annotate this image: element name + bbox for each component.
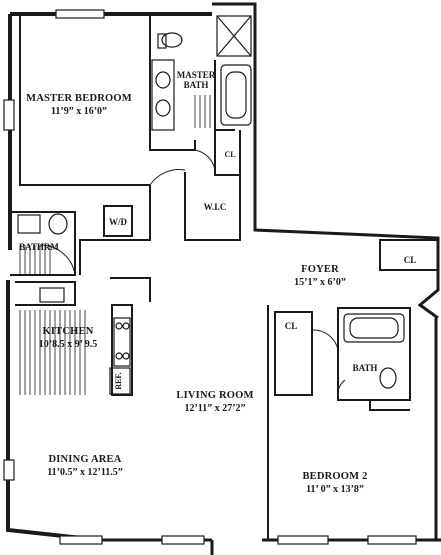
window bbox=[3, 459, 15, 481]
kitchen-counter bbox=[15, 281, 76, 306]
sink bbox=[155, 71, 171, 89]
foyer-dims: 15’1” x 6’0” bbox=[294, 277, 346, 288]
window bbox=[55, 9, 105, 19]
bathroom-label: BATHRM bbox=[19, 242, 59, 252]
master-bath-line2: BATH bbox=[183, 80, 209, 90]
bath2-tub bbox=[343, 313, 405, 343]
master-bedroom-wall bbox=[19, 14, 150, 186]
door-swing bbox=[311, 329, 339, 351]
hatch-lines bbox=[19, 310, 86, 395]
bath2-wall bbox=[337, 307, 411, 401]
door-swing bbox=[194, 149, 216, 171]
bedroom2-closet bbox=[274, 311, 313, 396]
bath2-tub-inner bbox=[349, 317, 399, 339]
bedroom2-dims: 11’ 0” x 13’8” bbox=[306, 484, 364, 495]
toilet-tank bbox=[157, 33, 167, 49]
closet-wall bbox=[214, 130, 241, 176]
wic-wall bbox=[184, 172, 241, 241]
bath2-label: BATH bbox=[352, 363, 378, 373]
living-room-dims: 12’11” x 27’2” bbox=[184, 403, 246, 414]
washer-box bbox=[103, 205, 133, 237]
shaft-box bbox=[216, 15, 252, 57]
bedroom2-closet-label: CL bbox=[284, 321, 298, 331]
window bbox=[367, 535, 417, 545]
vanity bbox=[17, 214, 41, 234]
master-bedroom-dims: 11’9” x 16’0” bbox=[50, 106, 108, 117]
foyer-closet bbox=[379, 239, 439, 271]
hatch-lines bbox=[194, 95, 211, 128]
window bbox=[59, 535, 103, 545]
bathroom-wall bbox=[10, 211, 76, 276]
sink bbox=[155, 99, 171, 117]
bathtub bbox=[220, 64, 252, 126]
burner bbox=[122, 352, 130, 360]
dining-area-name: DINING AREA bbox=[48, 454, 122, 465]
living-room-name: LIVING ROOM bbox=[176, 390, 254, 401]
toilet bbox=[48, 213, 68, 235]
window bbox=[277, 535, 329, 545]
foyer-name: FOYER bbox=[301, 264, 339, 275]
door-swing bbox=[337, 379, 346, 401]
kitchen-wall bbox=[110, 277, 151, 302]
window bbox=[3, 99, 15, 131]
outer-wall bbox=[212, 2, 440, 320]
kitchen-name: KITCHEN bbox=[42, 326, 94, 337]
wic-label: W.I.C bbox=[203, 202, 227, 212]
door-swing bbox=[149, 169, 186, 186]
master-closet-label: CL bbox=[224, 150, 236, 159]
hatch-lines bbox=[19, 245, 51, 275]
vanity bbox=[151, 59, 175, 131]
master-bath-line1: MASTER bbox=[176, 70, 216, 80]
wd-label: W/D bbox=[109, 217, 127, 227]
bedroom2-name: BEDROOM 2 bbox=[302, 471, 368, 482]
master-bedroom-name: MASTER BEDROOM bbox=[26, 93, 132, 104]
ref-label: REF. bbox=[114, 372, 123, 390]
kitchen-dims: 10’8.5 x 9’ 9.5 bbox=[38, 339, 98, 350]
kitchen-sink bbox=[39, 287, 65, 303]
outer-wall bbox=[6, 480, 101, 542]
foyer-closet-label: CL bbox=[403, 255, 417, 265]
kitchen-island bbox=[111, 304, 133, 396]
master-bath-wall bbox=[149, 14, 196, 151]
window bbox=[161, 535, 205, 545]
refrigerator bbox=[109, 367, 131, 395]
bathtub-inner bbox=[225, 71, 247, 119]
toilet bbox=[161, 32, 183, 48]
burner bbox=[122, 322, 130, 330]
bath2-wall bbox=[369, 400, 410, 411]
bath2-toilet bbox=[379, 367, 397, 389]
shaft-cross bbox=[216, 15, 252, 57]
hall-wall bbox=[79, 185, 151, 275]
burner bbox=[115, 322, 123, 330]
burner bbox=[115, 352, 123, 360]
dining-area-dims: 11’0.5” x 12’11.5” bbox=[47, 467, 123, 478]
stove bbox=[113, 317, 131, 367]
